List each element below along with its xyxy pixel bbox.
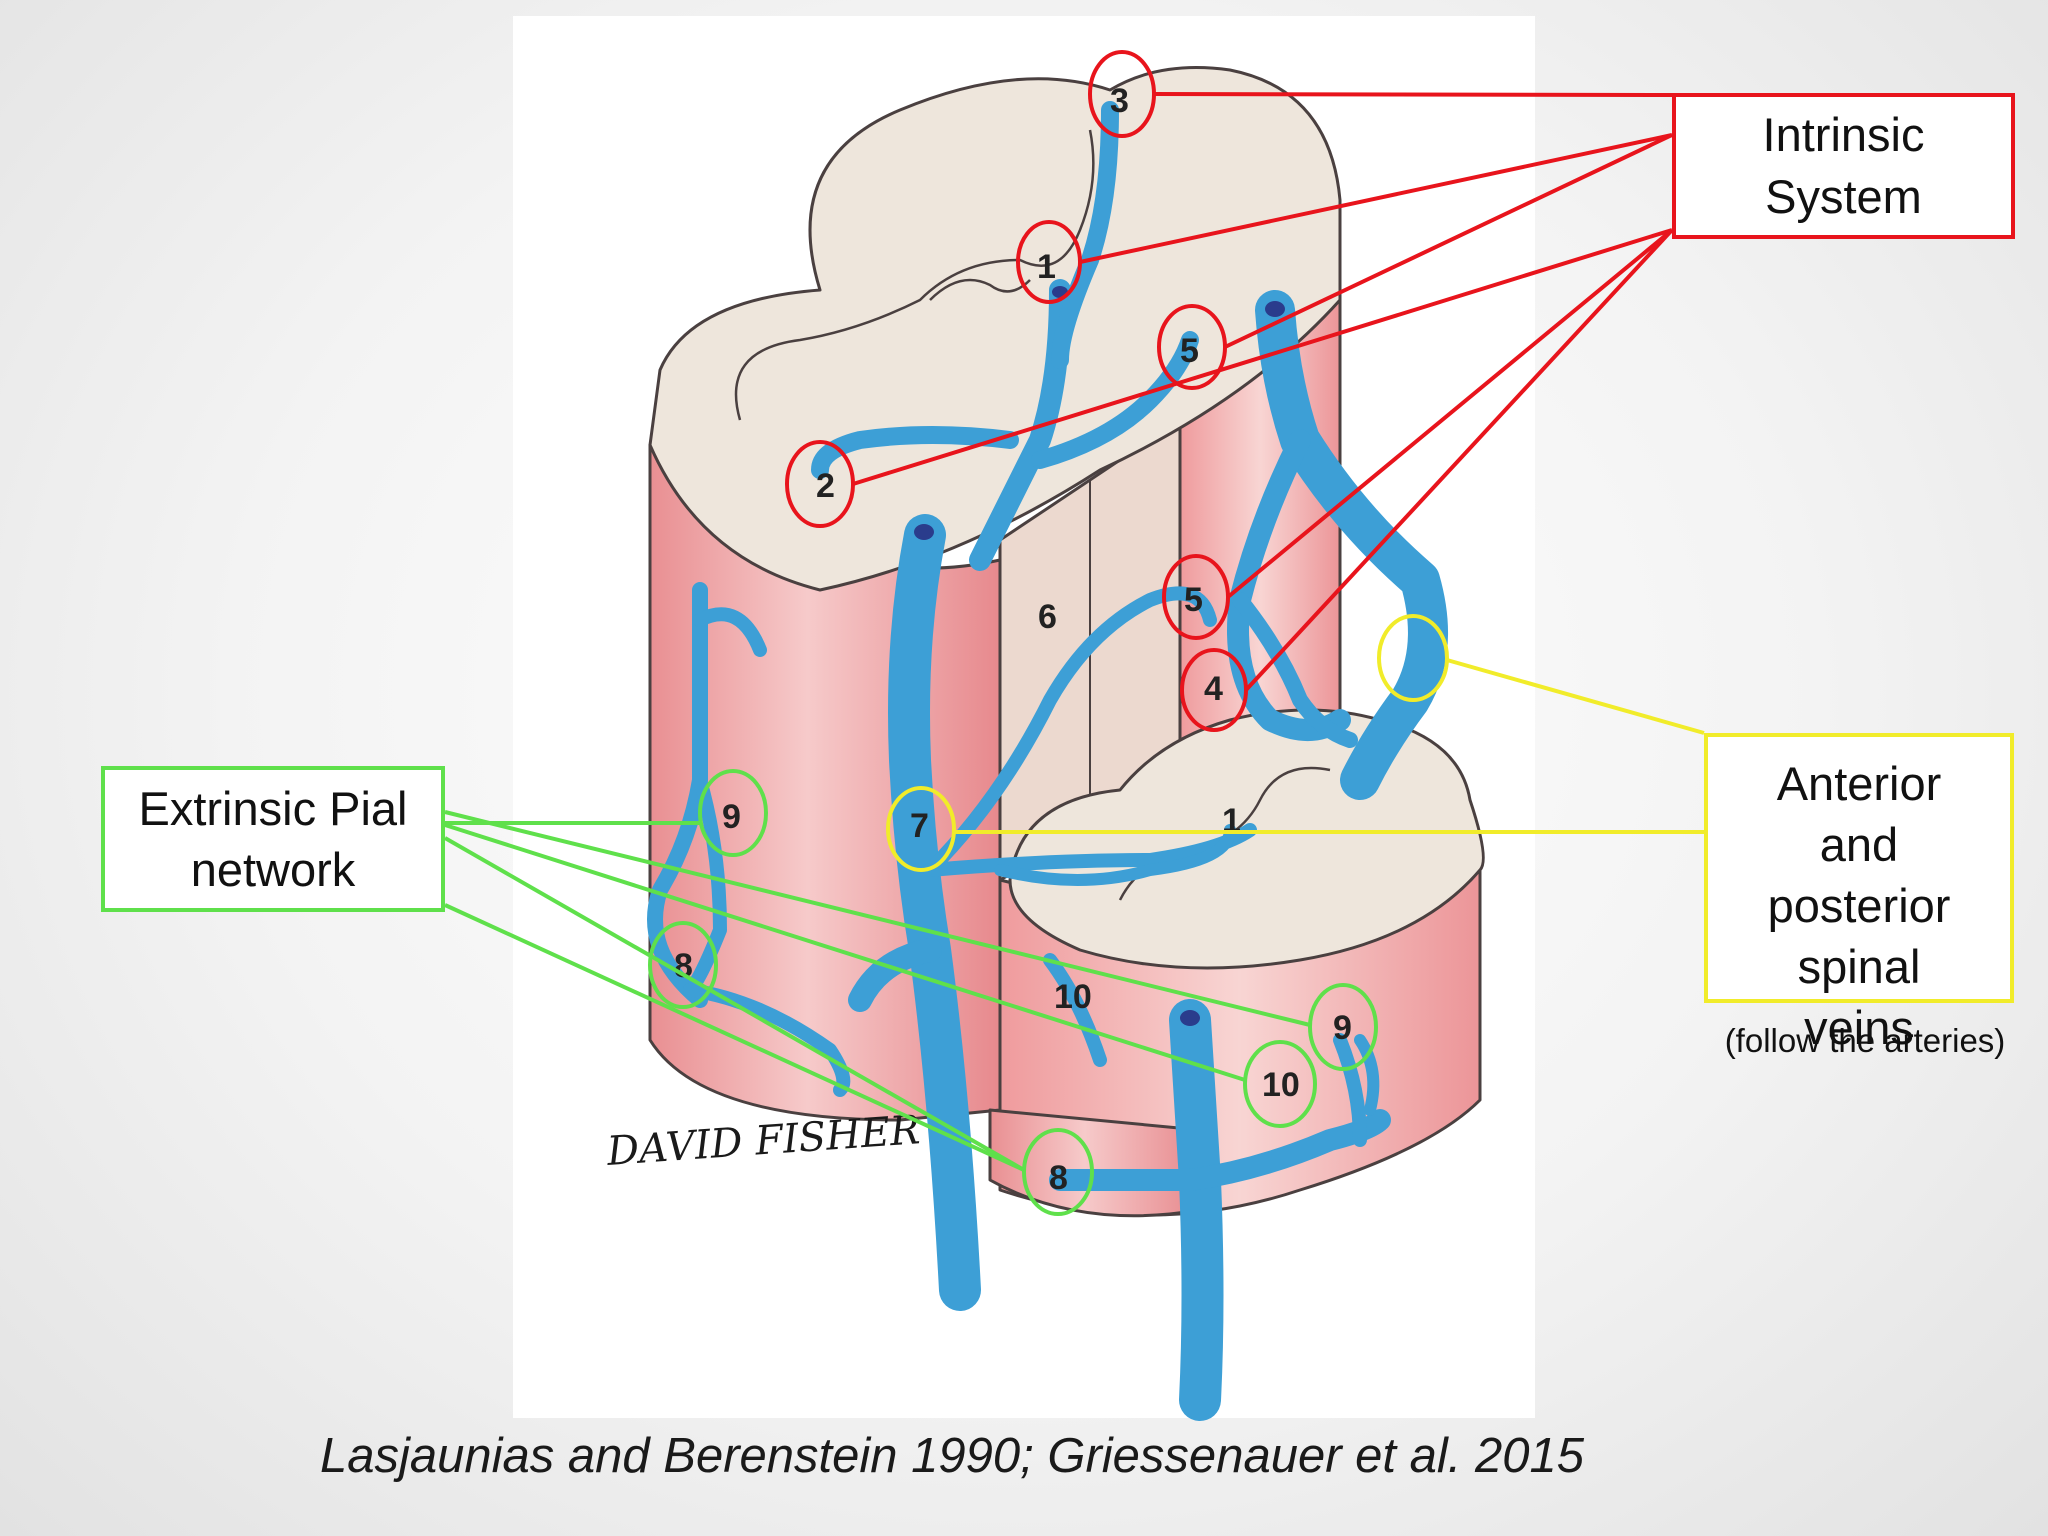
left-vessel-hook: [693, 607, 767, 657]
extrinsic-label-line-2: network: [190, 843, 356, 896]
intrinsic-leader-5-mid: [1226, 228, 1674, 599]
spinal-veins-label: Anterior and posterior spinal veins: [1704, 733, 2014, 1054]
number-7: 7: [910, 807, 929, 845]
number-1-lower: 1: [1222, 802, 1241, 840]
vein-branch-to-2: [811, 426, 1019, 479]
extrinsic-leader-10-right: [444, 823, 1246, 1082]
vein-end-7: [914, 524, 934, 540]
lower-top-branch: [994, 824, 1236, 886]
extrinsic-leader-8-bottom: [444, 836, 1025, 1172]
citation: Lasjaunias and Berenstein 1990; Griessen…: [320, 1429, 1584, 1483]
vein-ends: [914, 286, 1285, 1026]
lower-vessel-10: [1043, 953, 1107, 1067]
intrinsic-leader-2: [852, 228, 1673, 486]
intrinsic-leader-1: [1079, 133, 1673, 264]
lower-vessel-9: [1354, 1034, 1380, 1116]
posterior-vein-branch: [1227, 429, 1351, 741]
vein-branch-to-5: [1031, 331, 1199, 469]
extrinsic-circle-8-left: [648, 921, 718, 1009]
extrinsic-pial-network-label: Extrinsic Pial network: [101, 766, 445, 912]
intrinsic-system-label: Intrinsic System: [1672, 93, 2015, 239]
veins-label-line-4: spinal: [1797, 940, 1921, 993]
number-1-top: 1: [1037, 248, 1056, 286]
number-3: 3: [1110, 82, 1129, 120]
extrinsic-callouts: [444, 769, 1378, 1216]
posterior-vein: [1255, 290, 1448, 800]
extrinsic-leader-9-right: [444, 810, 1311, 1027]
veins-label-line-5: veins: [1804, 1001, 1914, 1054]
extrinsic-circle-9-left: [698, 769, 768, 857]
intrinsic-label-line-1: Intrinsic: [1762, 108, 1925, 161]
extrinsic-circle-9-right: [1308, 983, 1378, 1071]
gray-matter-outline: [734, 129, 1095, 421]
lower-vein-bottom-branch: [1049, 1109, 1391, 1192]
veins-note: (follow the arteries): [1724, 1022, 2006, 1059]
veins-label-line-3: posterior: [1767, 879, 1951, 932]
number-10-center: 10: [1054, 978, 1092, 1016]
posterior-vein-curl: [1232, 592, 1358, 748]
lower-central-vein: [1169, 999, 1224, 1421]
extrinsic-leader-8-left: [444, 903, 1025, 1172]
veins-callouts: [886, 614, 1705, 872]
extrinsic-circle-8-bottom: [1022, 1128, 1094, 1216]
diagram-numbers: 1 2 3 4 5 5 6 7 8 8 9 9 10 10 1: [674, 82, 1352, 1197]
number-2: 2: [816, 467, 835, 505]
left-lateral-vessel: [647, 582, 709, 1008]
extrinsic-circle-10-right: [1243, 1040, 1317, 1128]
veins-label-line-2: and: [1819, 818, 1899, 871]
vessels: [647, 101, 1448, 1421]
veins-circle-posterior: [1377, 614, 1449, 702]
number-5-mid: 5: [1184, 581, 1203, 619]
number-10-right: 10: [1262, 1066, 1300, 1104]
intrinsic-leader-4: [1244, 228, 1674, 692]
intrinsic-leader-5-top: [1224, 133, 1673, 349]
intrinsic-callouts: [785, 50, 1674, 732]
vein-end-lower: [1180, 1010, 1200, 1026]
number-6: 6: [1038, 598, 1057, 636]
veins-circle-7: [886, 786, 956, 872]
number-4: 4: [1204, 670, 1223, 708]
crossing-vessel: [923, 586, 1217, 877]
number-9-left: 9: [722, 798, 741, 836]
number-9-right: 9: [1333, 1009, 1352, 1047]
number-5-top: 5: [1180, 332, 1199, 370]
veins-leader-posterior: [1446, 658, 1705, 735]
vein-end-posterior: [1265, 301, 1285, 317]
extrinsic-label-line-1: Extrinsic Pial: [138, 782, 408, 835]
intrinsic-leader-3: [1153, 92, 1673, 97]
posterior-fissure: [929, 278, 1031, 301]
left-lateral-vessel-2: [683, 773, 727, 997]
number-8-bottom: 8: [1049, 1159, 1068, 1197]
veins-label-line-1: Anterior: [1776, 757, 1942, 810]
lower-vein-right-branch: [1333, 1033, 1367, 1147]
intrinsic-label-line-2: System: [1765, 170, 1922, 223]
